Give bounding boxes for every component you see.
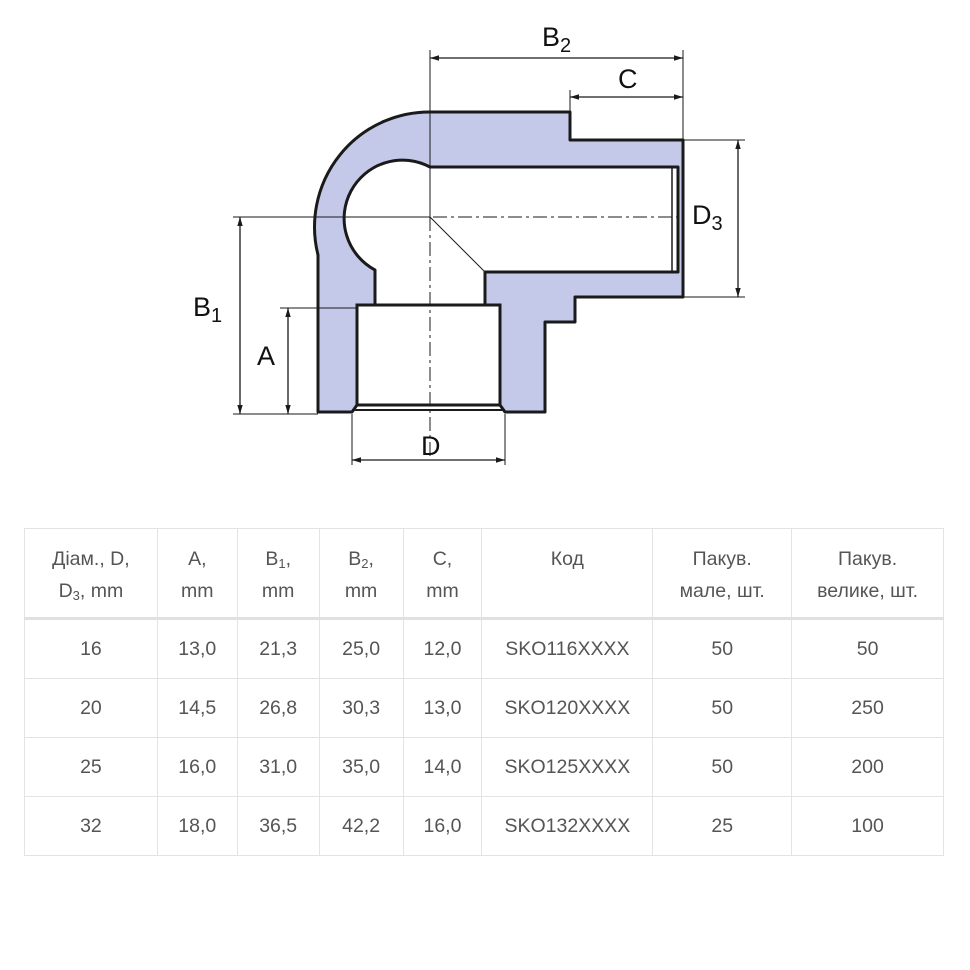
label-a: A	[257, 341, 275, 371]
header-a: A,mm	[156, 528, 238, 619]
cell-b2: 35,0	[318, 737, 404, 797]
header-b2: B2,mm	[318, 528, 404, 619]
cell-pack-small: 25	[652, 796, 793, 856]
table-row: 32 18,0 36,5 42,2 16,0 SKO132XXXX 25 100	[24, 796, 944, 856]
label-b1: B1	[193, 292, 222, 327]
label-c: C	[618, 64, 638, 94]
cell-b1: 26,8	[236, 678, 320, 738]
cell-pack-large: 100	[791, 796, 944, 856]
cell-pack-small: 50	[652, 678, 793, 738]
header-diameter: Діам., D, D3, mm	[24, 528, 158, 619]
cell-a: 16,0	[156, 737, 238, 797]
table-row: 25 16,0 31,0 35,0 14,0 SKO125XXXX 50 200	[24, 737, 944, 797]
cell-c: 13,0	[402, 678, 483, 738]
cell-b1: 31,0	[236, 737, 320, 797]
cell-code: SKO120XXXX	[481, 678, 654, 738]
header-pack-large: Пакув.велике, шт.	[791, 528, 944, 619]
header-b1: B1,mm	[236, 528, 320, 619]
header-c: C,mm	[402, 528, 483, 619]
label-d: D	[421, 431, 441, 461]
cell-c: 12,0	[402, 618, 483, 679]
table-body: 16 13,0 21,3 25,0 12,0 SKO116XXXX 50 50 …	[24, 618, 944, 856]
inner-bore	[342, 158, 680, 307]
cell-b2: 25,0	[318, 618, 404, 679]
cell-a: 18,0	[156, 796, 238, 856]
cell-c: 16,0	[402, 796, 483, 856]
cell-code: SKO132XXXX	[481, 796, 654, 856]
cell-b2: 30,3	[318, 678, 404, 738]
cell-diameter: 16	[24, 618, 158, 679]
cell-b2: 42,2	[318, 796, 404, 856]
cell-pack-large: 200	[791, 737, 944, 797]
label-b2: B2	[542, 22, 571, 57]
cell-a: 13,0	[156, 618, 238, 679]
cell-pack-small: 50	[652, 737, 793, 797]
extension-lines	[233, 50, 745, 465]
cell-a: 14,5	[156, 678, 238, 738]
diagonal-guide	[429, 216, 486, 273]
specification-table: Діам., D, D3, mm A,mm B1,mm B2,mm C,mm К…	[24, 528, 944, 856]
cell-pack-large: 250	[791, 678, 944, 738]
elbow-fitting-drawing: B2 C D3 B1 A D	[193, 22, 745, 465]
table-header: Діам., D, D3, mm A,mm B1,mm B2,mm C,mm К…	[24, 528, 944, 619]
label-d3: D3	[692, 200, 723, 235]
header-row: Діам., D, D3, mm A,mm B1,mm B2,mm C,mm К…	[24, 528, 944, 619]
table-row: 16 13,0 21,3 25,0 12,0 SKO116XXXX 50 50	[24, 618, 944, 679]
cell-pack-small: 50	[652, 618, 793, 679]
cell-diameter: 20	[24, 678, 158, 738]
table-row: 20 14,5 26,8 30,3 13,0 SKO120XXXX 50 250	[24, 678, 944, 738]
cell-diameter: 25	[24, 737, 158, 797]
cell-c: 14,0	[402, 737, 483, 797]
cell-b1: 36,5	[236, 796, 320, 856]
dimension-lines	[237, 55, 741, 463]
cell-diameter: 32	[24, 796, 158, 856]
cell-code: SKO125XXXX	[481, 737, 654, 797]
socket-opening	[355, 303, 502, 407]
header-code: Код	[481, 528, 654, 619]
cell-b1: 21,3	[236, 618, 320, 679]
cell-pack-large: 50	[791, 618, 944, 679]
cell-code: SKO116XXXX	[481, 618, 654, 679]
header-pack-small: Пакув.мале, шт.	[652, 528, 793, 619]
